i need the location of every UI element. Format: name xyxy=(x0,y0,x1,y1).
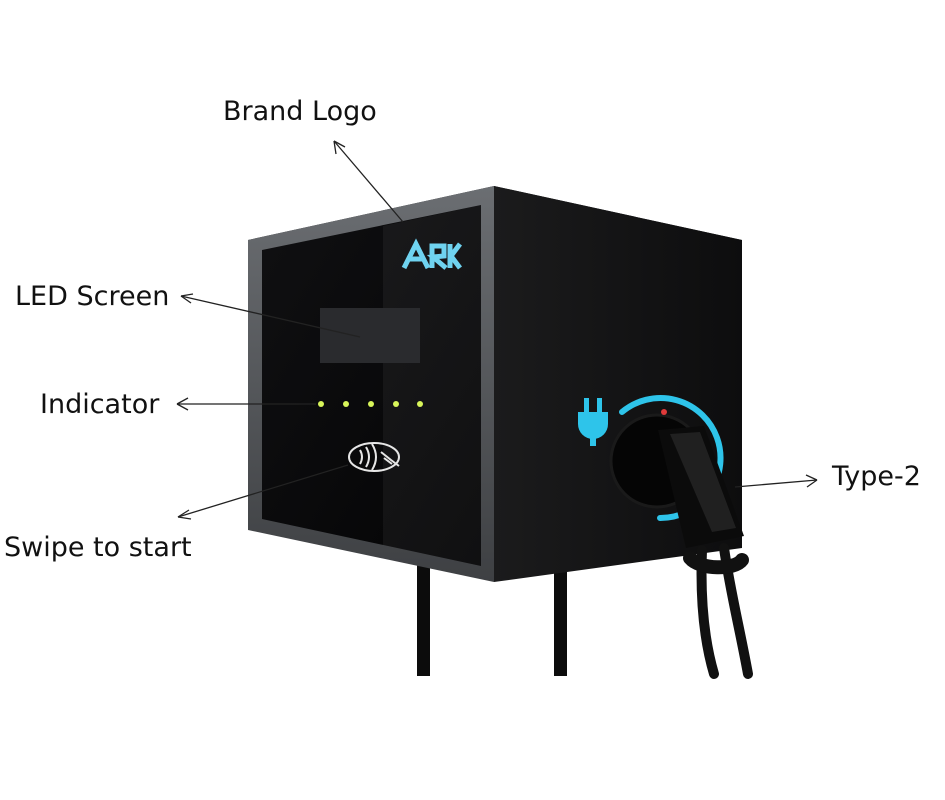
charger-front-panel xyxy=(262,205,481,566)
brand-logo xyxy=(401,238,462,270)
indicator-light xyxy=(343,401,349,407)
mount-leg-left xyxy=(417,562,430,676)
label-led-screen: LED Screen xyxy=(15,281,170,312)
glass-reflection xyxy=(383,205,481,566)
arrow-type2 xyxy=(734,479,818,488)
indicator-light xyxy=(368,401,374,407)
nfc-card-icon xyxy=(348,442,400,472)
arrow-led-screen xyxy=(180,295,361,338)
plug-icon xyxy=(578,398,608,446)
label-swipe-to-start: Swipe to start xyxy=(4,532,192,563)
label-type2: Type-2 xyxy=(832,461,921,492)
indicator-lights xyxy=(318,401,423,407)
indicator-light xyxy=(393,401,399,407)
label-brand-logo: Brand Logo xyxy=(223,96,377,127)
handle-highlight xyxy=(670,432,736,532)
mount-leg-right xyxy=(554,568,567,676)
charging-cable xyxy=(683,543,753,679)
led-screen xyxy=(320,308,420,363)
label-indicator: Indicator xyxy=(40,389,160,420)
red-status-dot xyxy=(661,409,667,415)
callout-arrows xyxy=(176,140,818,520)
arrow-brand-logo xyxy=(333,140,404,223)
indicator-light xyxy=(417,401,423,407)
arrow-swipe xyxy=(177,464,349,518)
indicator-light xyxy=(318,401,324,407)
